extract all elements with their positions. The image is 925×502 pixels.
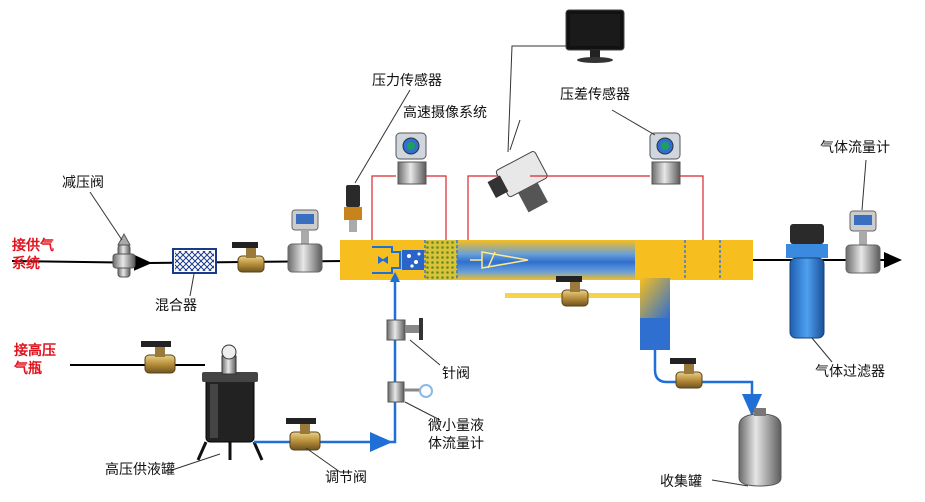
regulating-valve-leader bbox=[305, 447, 341, 473]
regulating-valve-label: 调节阀 bbox=[325, 470, 367, 486]
gas-filter-icon bbox=[786, 224, 828, 339]
mixer-label: 混合器 bbox=[155, 298, 197, 314]
signal-line bbox=[426, 175, 447, 240]
liquid-supply-line bbox=[254, 278, 397, 444]
test-section-tube bbox=[340, 240, 753, 280]
high-speed-camera-label: 高速摄像系统 bbox=[403, 105, 487, 121]
needle-valve-icon bbox=[386, 318, 423, 341]
collection-tank-leader bbox=[711, 479, 749, 487]
diff-sensor-leader bbox=[611, 109, 656, 136]
hp-tank-leader bbox=[171, 453, 221, 471]
needle-valve-leader bbox=[409, 339, 441, 366]
diff-pressure-sensor-label: 压差传感器 bbox=[560, 87, 630, 103]
signal-line bbox=[680, 175, 704, 240]
turbine-flowmeter-icon bbox=[287, 209, 323, 273]
pressure-reducing-valve-label: 减压阀 bbox=[62, 175, 104, 191]
gas-supply-label-line2: 系统 bbox=[12, 256, 40, 272]
gas-flowmeter-label: 气体流量计 bbox=[820, 140, 890, 156]
ball-valve-icon bbox=[141, 341, 176, 374]
micro-liquid-flowmeter-icon bbox=[387, 381, 433, 403]
micro-flowmeter-label-line2: 体流量计 bbox=[428, 436, 484, 452]
mixer-leader bbox=[189, 273, 195, 297]
filter-leader bbox=[811, 337, 833, 363]
hp-bottle-label-line1: 接高压 bbox=[14, 343, 56, 359]
ball-valve-icon bbox=[670, 358, 703, 389]
flowmeter-leader bbox=[861, 159, 867, 211]
separator-leg bbox=[640, 318, 670, 350]
hp-bottle-label-line2: 气瓶 bbox=[14, 361, 42, 377]
ball-valve-icon bbox=[556, 276, 589, 307]
ball-valve-icon bbox=[286, 418, 321, 451]
hp-liquid-tank-label: 高压供液罐 bbox=[105, 462, 175, 478]
pressure-sensor-icon bbox=[344, 185, 362, 232]
signal-line bbox=[467, 175, 498, 240]
sensor-transmitter-icon bbox=[395, 132, 427, 185]
signal-line bbox=[371, 175, 396, 240]
camera-leader bbox=[509, 119, 521, 151]
gas-supply-label-line1: 接供气 bbox=[12, 238, 54, 254]
micro-flowmeter-leader bbox=[404, 401, 441, 421]
pressure-sensor-leader bbox=[354, 89, 411, 184]
reducing-valve-leader bbox=[89, 191, 123, 241]
micro-flowmeter-label-line1: 微小量液 bbox=[428, 418, 484, 434]
pressure-sensor-label: 压力传感器 bbox=[372, 73, 442, 89]
tee-elbow bbox=[640, 278, 670, 318]
pressure-reducing-valve-icon bbox=[112, 232, 136, 278]
drain-pipe bbox=[653, 350, 762, 417]
collection-tank-label: 收集罐 bbox=[660, 474, 702, 490]
camera-to-monitor-line bbox=[507, 45, 566, 153]
gas-filter-label: 气体过滤器 bbox=[815, 364, 885, 380]
pressure-pot-icon bbox=[196, 344, 264, 461]
camera-icon bbox=[487, 151, 548, 213]
sensor-transmitter-icon bbox=[649, 132, 681, 185]
monitor-icon bbox=[565, 9, 625, 63]
needle-valve-label: 针阀 bbox=[442, 366, 470, 382]
mixer-icon bbox=[172, 248, 217, 274]
turbine-flowmeter-icon bbox=[845, 210, 881, 274]
ball-valve-icon bbox=[232, 242, 265, 273]
collection-tank-icon bbox=[738, 408, 782, 487]
